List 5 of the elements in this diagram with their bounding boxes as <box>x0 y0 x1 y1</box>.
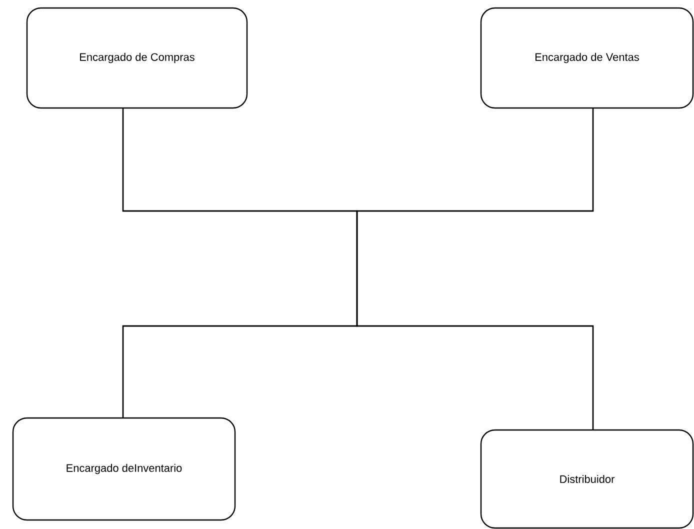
rounded-box: Encargado deInventario <box>12 417 236 521</box>
rounded-box: Distribuidor <box>480 429 694 529</box>
connector-line <box>356 108 594 430</box>
rounded-box: Encargado de Ventas <box>480 7 694 109</box>
rounded-box: Encargado de Compras <box>26 7 248 109</box>
